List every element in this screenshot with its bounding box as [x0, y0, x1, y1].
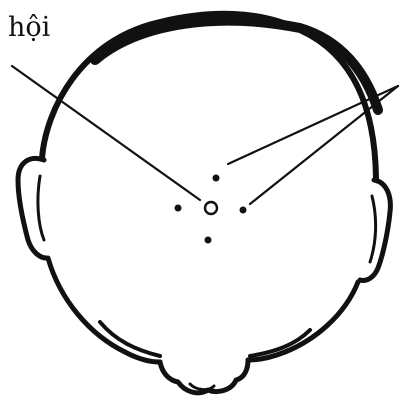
crown-band — [95, 21, 378, 110]
left-point — [175, 205, 182, 212]
left-ear-inner — [38, 176, 44, 240]
right-ear-inner — [370, 196, 376, 262]
center-point — [205, 202, 217, 214]
left-jaw-detail — [100, 322, 160, 356]
right-point — [240, 207, 247, 214]
back-point — [205, 237, 212, 244]
left-cheek — [48, 258, 160, 362]
right-cheek — [248, 282, 358, 360]
front-point — [213, 175, 220, 182]
left-ear — [18, 158, 46, 258]
chin — [160, 360, 248, 393]
chin-tip — [190, 384, 214, 390]
